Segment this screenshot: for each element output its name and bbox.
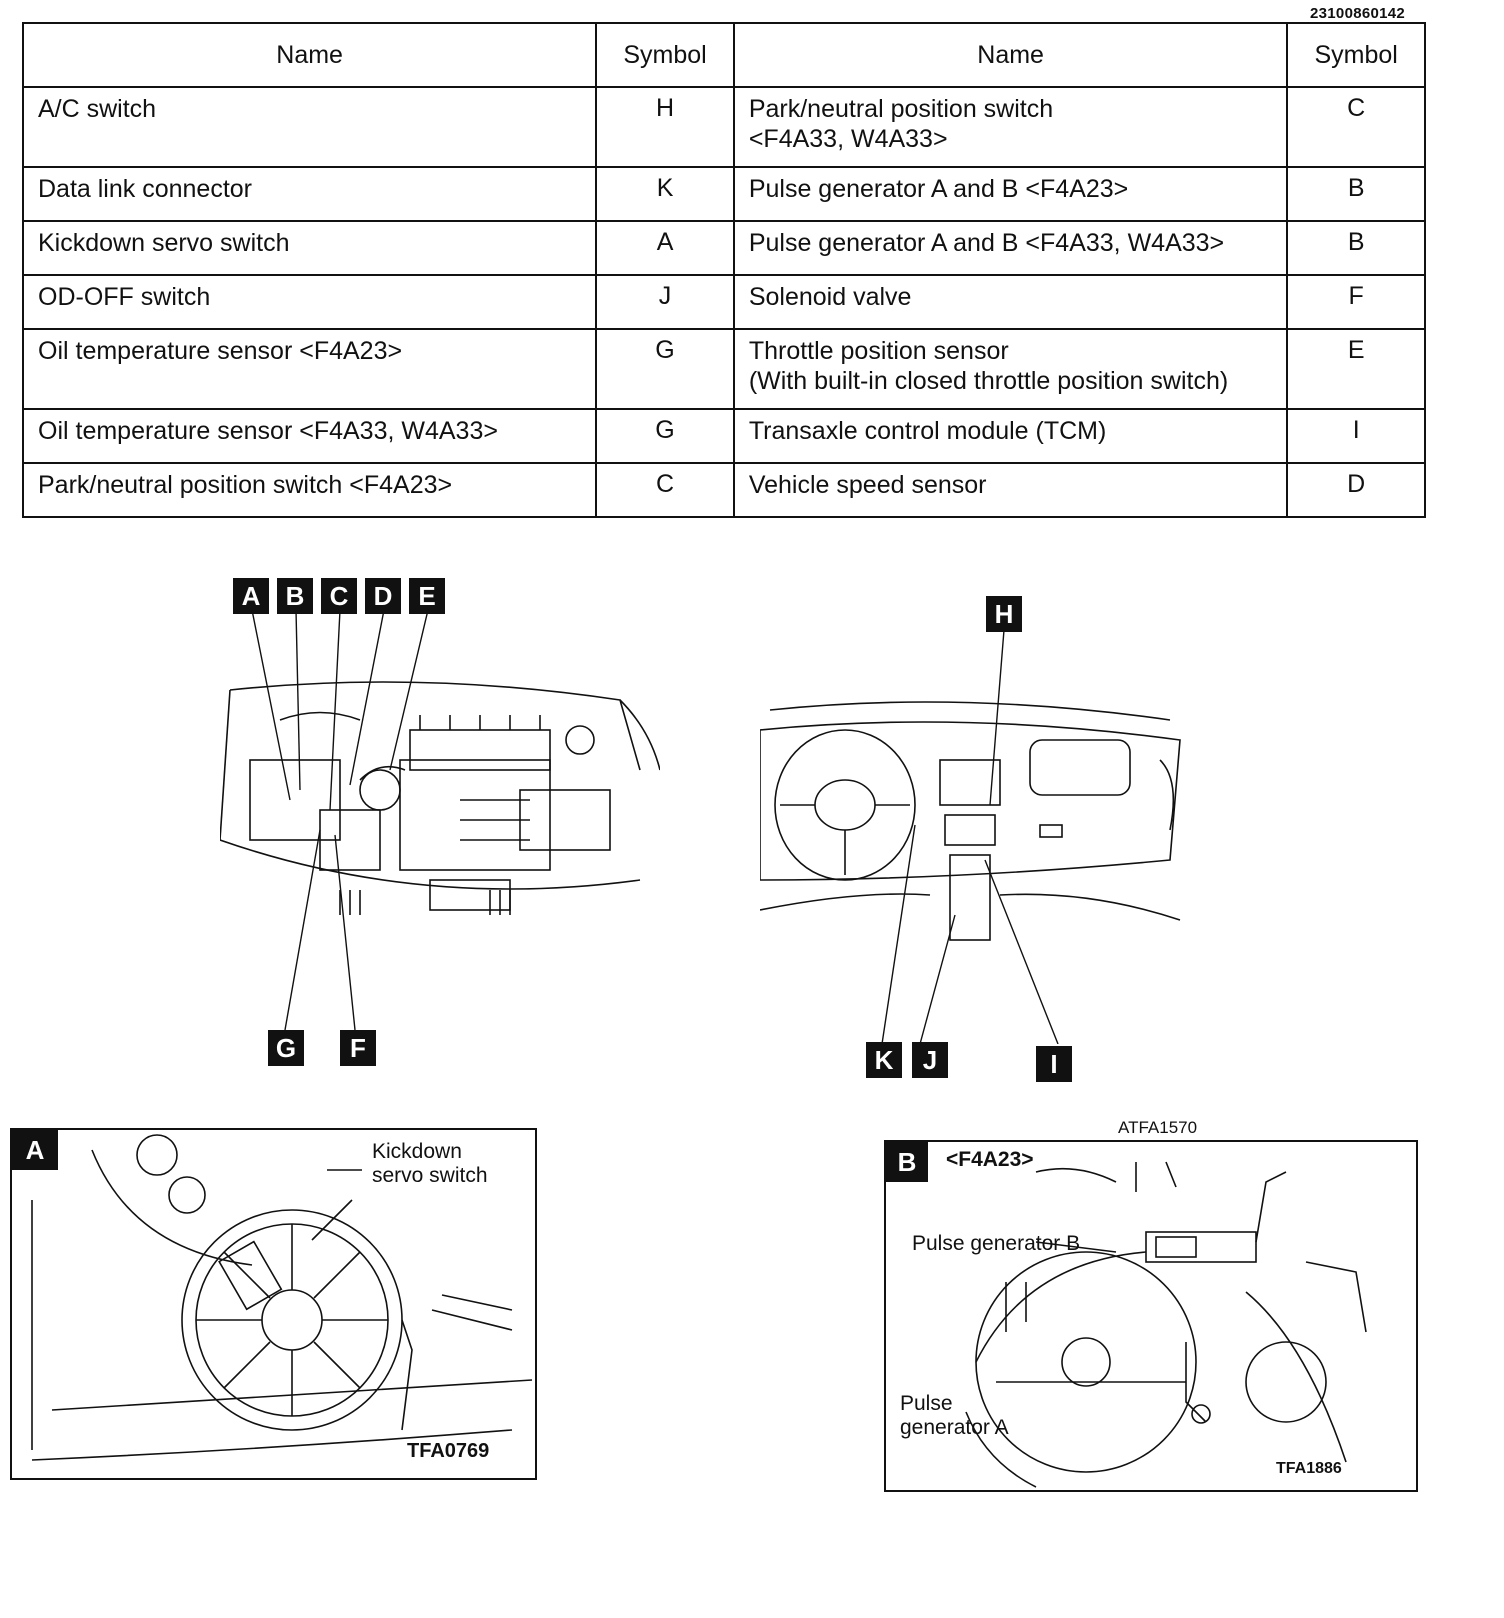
inset-a-label: A [12, 1130, 58, 1170]
cell-left-name: OD-OFF switch [21, 274, 598, 330]
inset-kickdown-servo-switch: A Kickdown servo switch TFA0769 [10, 1128, 537, 1480]
cell-right-symbol: D [1286, 462, 1426, 518]
component-location-table: Name Symbol Name Symbol A/C switch H Par… [21, 22, 1426, 518]
variant-label: <F4A23> [946, 1148, 1034, 1171]
label-badge-k: K [866, 1042, 902, 1078]
cell-left-name: Park/neutral position switch <F4A23> [21, 462, 598, 518]
cell-left-symbol: G [595, 408, 735, 464]
pulse-generator-illustration [965, 1161, 1367, 1488]
cell-right-name: Park/neutral position switch <F4A33, W4A… [732, 86, 1289, 168]
label-badge-i: I [1036, 1046, 1072, 1082]
inset-a-code: TFA0769 [407, 1440, 490, 1462]
header-name-left: Name [21, 22, 598, 88]
inset-pulse-generator: B <F4A23> Pulse generator B Pulse genera… [884, 1140, 1418, 1492]
label-badge-f: F [340, 1030, 376, 1066]
kickdown-servo-switch-callout: Kickdown servo switch [372, 1140, 488, 1187]
cell-left-name: Kickdown servo switch [21, 220, 598, 276]
label-badge-b: B [277, 578, 313, 614]
table-row: A/C switch H Park/neutral position switc… [21, 86, 1426, 168]
label-badge-a: A [233, 578, 269, 614]
label-badge-h: H [986, 596, 1022, 632]
inset-b-label: B [886, 1142, 928, 1182]
cell-left-symbol: C [595, 462, 735, 518]
cell-left-symbol: J [595, 274, 735, 330]
cell-right-name: Transaxle control module (TCM) [732, 408, 1289, 464]
cell-right-symbol: F [1286, 274, 1426, 330]
cell-right-symbol: B [1286, 166, 1426, 222]
cell-right-symbol: B [1286, 220, 1426, 276]
cell-left-name: A/C switch [21, 86, 598, 168]
table-row: Data link connector K Pulse generator A … [21, 166, 1426, 222]
cell-left-symbol: H [595, 86, 735, 168]
pulse-generator-a-callout: Pulse generator A [900, 1392, 1009, 1439]
pulse-generator-b-callout: Pulse generator B [912, 1232, 1081, 1255]
cell-right-name: Solenoid valve [732, 274, 1289, 330]
figure-code: ATFA1570 [1118, 1118, 1198, 1137]
label-badge-j: J [912, 1042, 948, 1078]
header-name-right: Name [732, 22, 1289, 88]
cell-right-name: Pulse generator A and B <F4A33, W4A33> [732, 220, 1289, 276]
table-header-row: Name Symbol Name Symbol [21, 22, 1426, 88]
header-symbol-right: Symbol [1286, 22, 1426, 88]
cell-left-symbol: G [595, 328, 735, 410]
cell-left-name: Oil temperature sensor <F4A23> [21, 328, 598, 410]
header-symbol-left: Symbol [595, 22, 735, 88]
table-row: Kickdown servo switch A Pulse generator … [21, 220, 1426, 276]
cell-left-symbol: K [595, 166, 735, 222]
cell-right-name: Vehicle speed sensor [732, 462, 1289, 518]
cell-right-name: Pulse generator A and B <F4A23> [732, 166, 1289, 222]
cell-left-name: Data link connector [21, 166, 598, 222]
table-row: Oil temperature sensor <F4A23> G Throttl… [21, 328, 1426, 410]
label-badge-e: E [409, 578, 445, 614]
kickdown-servo-illustration [31, 1134, 533, 1461]
cell-right-name: Throttle position sensor (With built-in … [732, 328, 1289, 410]
cell-right-symbol: C [1286, 86, 1426, 168]
table-row: Park/neutral position switch <F4A23> C V… [21, 462, 1426, 518]
document-id: 23100860142 [1310, 5, 1406, 22]
cell-left-symbol: A [595, 220, 735, 276]
inset-b-code: TFA1886 [1276, 1460, 1342, 1477]
engine-bay-illustration [220, 610, 660, 1030]
cell-right-symbol: I [1286, 408, 1426, 464]
table-row: Oil temperature sensor <F4A33, W4A33> G … [21, 408, 1426, 464]
label-badge-g: G [268, 1030, 304, 1066]
label-badge-c: C [321, 578, 357, 614]
cell-right-symbol: E [1286, 328, 1426, 410]
cell-left-name: Oil temperature sensor <F4A33, W4A33> [21, 408, 598, 464]
label-badge-d: D [365, 578, 401, 614]
table-row: OD-OFF switch J Solenoid valve F [21, 274, 1426, 330]
cabin-dashboard-illustration [760, 630, 1181, 1044]
